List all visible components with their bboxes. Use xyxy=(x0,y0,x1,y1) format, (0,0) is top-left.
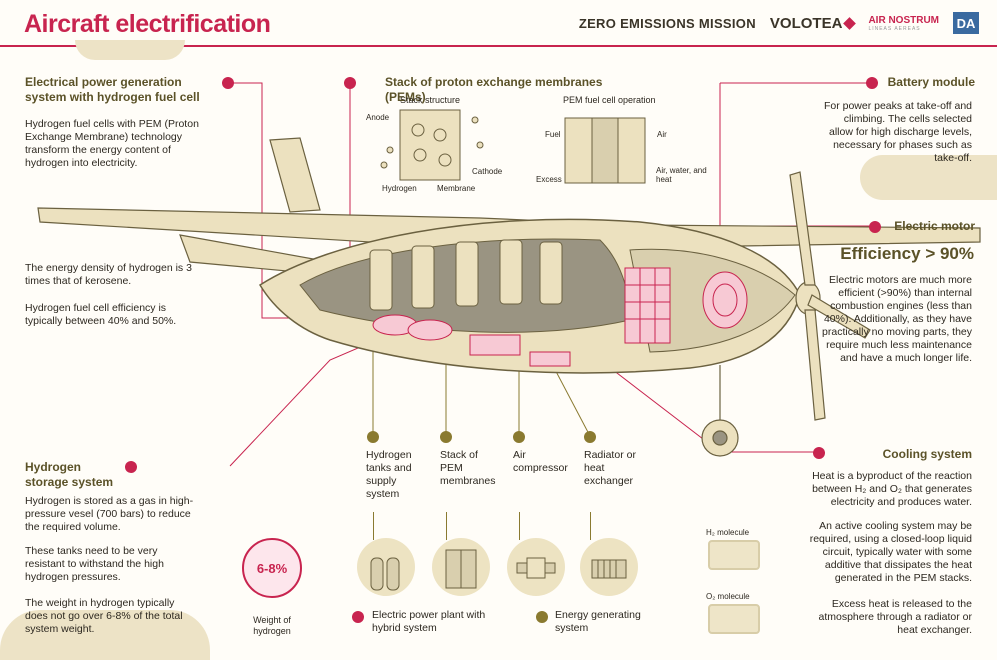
storage-heading: Hydrogen storage system xyxy=(25,460,114,489)
component-label-radiator: Radiator or heat exchanger xyxy=(584,449,636,487)
legend-electric-label: Electric power plant with hybrid system xyxy=(372,609,486,634)
air-water-heat-label: Air, water, and heat xyxy=(656,166,707,184)
component-marker xyxy=(440,431,452,443)
logo-bar: ZERO EMISSIONS MISSION VOLOTEA AIR NOSTR… xyxy=(579,12,979,34)
power-gen-fact-density: The energy density of hydrogen is 3 time… xyxy=(25,262,192,287)
cloud-shape xyxy=(0,610,210,660)
motor-efficiency: Efficiency > 90% xyxy=(840,244,974,263)
tank-icon xyxy=(357,538,415,596)
air-label: Air xyxy=(657,130,667,139)
battery-heading: Battery module xyxy=(887,75,975,89)
mission-label: ZERO EMISSIONS MISSION xyxy=(578,15,756,31)
connector-line xyxy=(373,512,374,540)
weight-label: Weight of hydrogen xyxy=(253,615,291,636)
component-label-compressor: Air compressor xyxy=(513,449,568,474)
weight-badge: 6-8% xyxy=(242,538,302,598)
component-label-tanks: Hydrogen tanks and supply system xyxy=(366,449,412,500)
volotea-logo: VOLOTEA xyxy=(770,15,857,32)
component-marker xyxy=(367,431,379,443)
anode-label: Anode xyxy=(366,113,390,122)
motor-text: Electric motors are much more efficient … xyxy=(822,274,972,364)
cloud-shape xyxy=(75,40,185,60)
cooling-text-reaction: Heat is a byproduct of the reaction betw… xyxy=(812,470,972,508)
storage-text-pressure: Hydrogen is stored as a gas in high-pres… xyxy=(25,495,194,533)
motor-marker xyxy=(869,221,881,233)
connector-line xyxy=(519,512,520,540)
legend-energy-label: Energy generating system xyxy=(555,609,641,634)
h2-molecule-icon xyxy=(708,540,760,570)
pem-heading: Stack of proton exchange membranes (PEMs… xyxy=(385,75,603,104)
cooling-marker xyxy=(813,447,825,459)
storage-text-weight: The weight in hydrogen typically does no… xyxy=(25,597,183,635)
power-gen-marker xyxy=(222,77,234,89)
membrane-label: Membrane xyxy=(437,184,476,193)
pem-operation-title: PEM fuel cell operation xyxy=(563,95,656,105)
o2-molecule-icon xyxy=(708,604,760,634)
cathode-label: Cathode xyxy=(472,167,503,176)
power-gen-heading: Electrical power generation system with … xyxy=(25,75,200,104)
connector-line xyxy=(590,512,591,540)
cooling-text-active: An active cooling system may be required… xyxy=(809,520,972,584)
excess-label: Excess xyxy=(536,175,562,184)
legend-electric-marker xyxy=(352,611,364,623)
storage-marker xyxy=(125,461,137,473)
component-label-pem: Stack of PEM membranes xyxy=(440,449,496,487)
h2-molecule-label: H₂ molecule xyxy=(706,528,750,537)
fuel-label: Fuel xyxy=(545,130,561,139)
motor-heading: Electric motor xyxy=(894,219,975,233)
legend-energy-marker xyxy=(536,611,548,623)
battery-marker xyxy=(866,77,878,89)
component-marker xyxy=(513,431,525,443)
cooling-text-excess: Excess heat is released to the atmospher… xyxy=(818,598,972,636)
pem-stack-icon xyxy=(432,538,490,596)
cloud-shape xyxy=(860,155,997,200)
power-gen-fact-efficiency: Hydrogen fuel cell efficiency is typical… xyxy=(25,302,177,327)
connector-line xyxy=(446,512,447,540)
storage-text-resistance: These tanks need to be very resistant to… xyxy=(25,545,164,583)
component-marker xyxy=(584,431,596,443)
compressor-icon xyxy=(507,538,565,596)
da-logo: DA xyxy=(953,12,979,34)
cooling-heading: Cooling system xyxy=(882,447,972,461)
header-rule xyxy=(0,45,997,47)
pem-marker xyxy=(344,77,356,89)
hydrogen-label: Hydrogen xyxy=(382,184,417,193)
battery-text: For power peaks at take-off and climbing… xyxy=(823,100,972,164)
power-gen-text: Hydrogen fuel cells with PEM (Proton Exc… xyxy=(25,118,199,169)
o2-molecule-label: O₂ molecule xyxy=(706,592,750,601)
stack-structure-title: Stack structure xyxy=(400,95,461,105)
page-title: Aircraft electrification xyxy=(24,10,271,38)
radiator-icon xyxy=(580,538,638,596)
